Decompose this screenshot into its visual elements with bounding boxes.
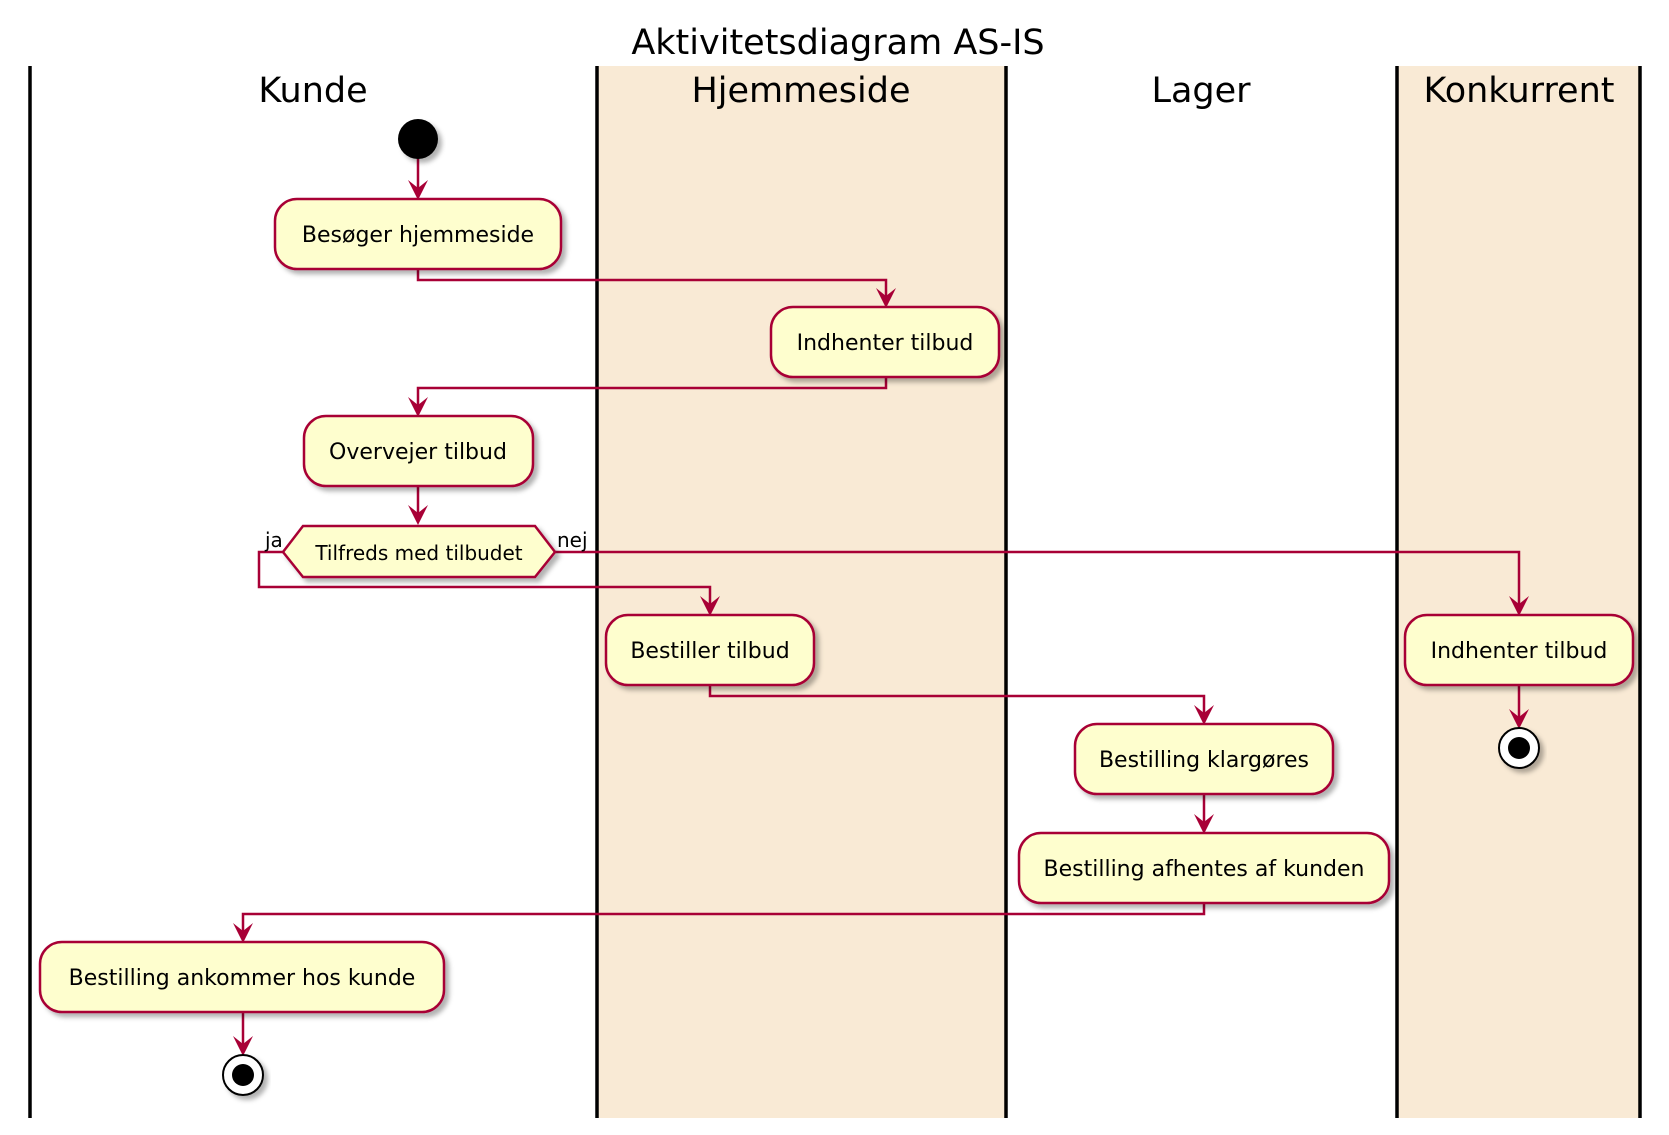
activity-label: Bestiller tilbud	[630, 639, 789, 664]
lane-header-hjemmeside: Hjemmeside	[691, 71, 910, 111]
arrowheads	[233, 180, 1529, 1056]
activity-overvejer-tilbud	[302, 414, 535, 488]
lane-bg-hjemmeside	[597, 66, 1006, 1118]
arrowhead	[876, 288, 896, 308]
arrowhead	[408, 505, 428, 525]
activity-label: Bestilling klargøres	[1099, 748, 1309, 773]
activity-indhenter-tilbud-konkurrent	[1403, 613, 1635, 687]
activity-label: Overvejer tilbud	[329, 440, 507, 465]
activity-label: Indhenter tilbud	[1431, 639, 1608, 664]
edge-decision-ja-bestiller	[257, 550, 712, 612]
activity-bestilling-ankommer	[38, 940, 446, 1014]
end-node-konkurrent	[1498, 727, 1540, 769]
edge-indhenter-overvejer	[416, 378, 888, 413]
arrowhead	[1509, 596, 1529, 616]
activity-label: Bestilling afhentes af kunden	[1044, 857, 1365, 882]
start-node	[398, 119, 438, 159]
activity-bestilling-afhentes	[1017, 831, 1391, 905]
arrowhead	[1509, 709, 1529, 729]
diagram-title: Aktivitetsdiagram AS-IS	[631, 23, 1044, 63]
arrowhead	[1194, 705, 1214, 725]
decision-label: Tilfreds med tilbudet	[314, 541, 522, 565]
lane-header-konkurrent: Konkurrent	[1423, 71, 1614, 111]
end-node-kunde	[222, 1054, 264, 1096]
activity-label: Besøger hjemmeside	[302, 223, 534, 248]
activity-bestiller-tilbud	[604, 613, 816, 687]
activity-label: Bestilling ankommer hos kunde	[69, 966, 416, 991]
arrowhead	[1194, 814, 1214, 834]
arrowhead	[700, 596, 720, 616]
activity-besoger-hjemmeside	[273, 197, 563, 271]
branch-label-yes: ja	[264, 528, 283, 552]
edge-decision-nej-konkurrent	[555, 550, 1521, 612]
arrowhead	[233, 1036, 253, 1056]
arrowhead	[233, 923, 253, 943]
activity-indhenter-tilbud-hjemmeside	[769, 305, 1001, 379]
decision-tilfreds	[281, 524, 557, 579]
edges	[241, 158, 1521, 1052]
arrowhead	[408, 397, 428, 417]
lane-header-kunde: Kunde	[258, 71, 367, 111]
edge-bestiller-klargores	[708, 686, 1206, 721]
activity-bestilling-klargores	[1073, 722, 1335, 796]
edge-besoger-indhenter	[416, 270, 888, 304]
arrowhead	[408, 180, 428, 200]
branch-label-no: nej	[557, 528, 588, 552]
edge-afhentes-ankommer	[241, 904, 1206, 939]
lane-header-lager: Lager	[1151, 71, 1251, 111]
activity-label: Indhenter tilbud	[797, 331, 974, 356]
